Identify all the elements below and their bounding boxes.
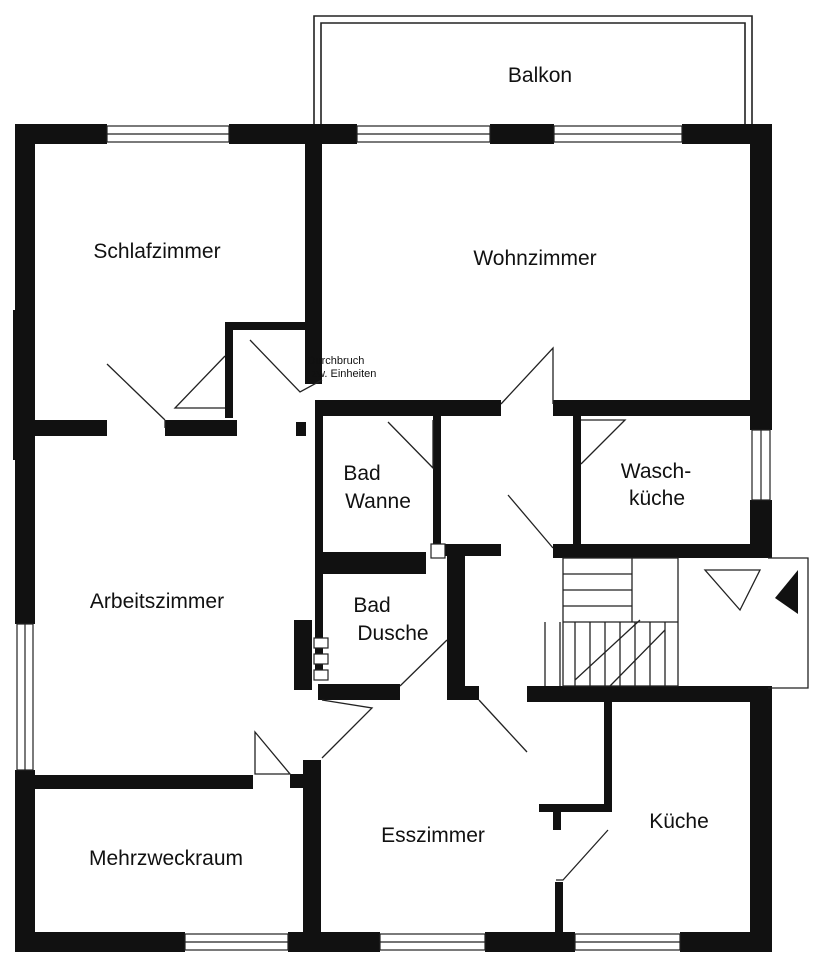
label-mehrzweckraum: Mehrzweckraum — [89, 847, 243, 870]
label-durchbruch-1: Durchbruch — [308, 355, 365, 367]
duct — [430, 543, 446, 559]
label-bad-wanne-1: Bad — [343, 462, 380, 485]
label-bad-wanne-2: Wanne — [345, 490, 411, 513]
door-swings — [106, 339, 627, 881]
interior-walls — [13, 144, 772, 952]
balcony — [313, 15, 753, 126]
entrance — [703, 557, 809, 689]
label-bad-dusche-2: Dusche — [357, 622, 428, 645]
label-waschkueche-2: küche — [629, 487, 685, 510]
windows — [16, 125, 771, 951]
shower-fixture — [313, 637, 329, 681]
outer-walls — [15, 124, 772, 952]
label-waschkueche-1: Wasch- — [621, 460, 691, 483]
label-wohnzimmer: Wohnzimmer — [473, 247, 596, 270]
label-bad-dusche-1: Bad — [353, 594, 390, 617]
label-schlafzimmer: Schlafzimmer — [93, 240, 220, 263]
label-balkon: Balkon — [508, 64, 572, 87]
label-esszimmer: Esszimmer — [381, 824, 485, 847]
label-kueche: Küche — [649, 810, 709, 833]
entrance-arrow-icon — [775, 570, 798, 614]
staircase — [544, 557, 679, 687]
label-arbeitszimmer: Arbeitszimmer — [90, 590, 224, 613]
label-durchbruch-2: zw. Einheiten — [312, 368, 377, 380]
